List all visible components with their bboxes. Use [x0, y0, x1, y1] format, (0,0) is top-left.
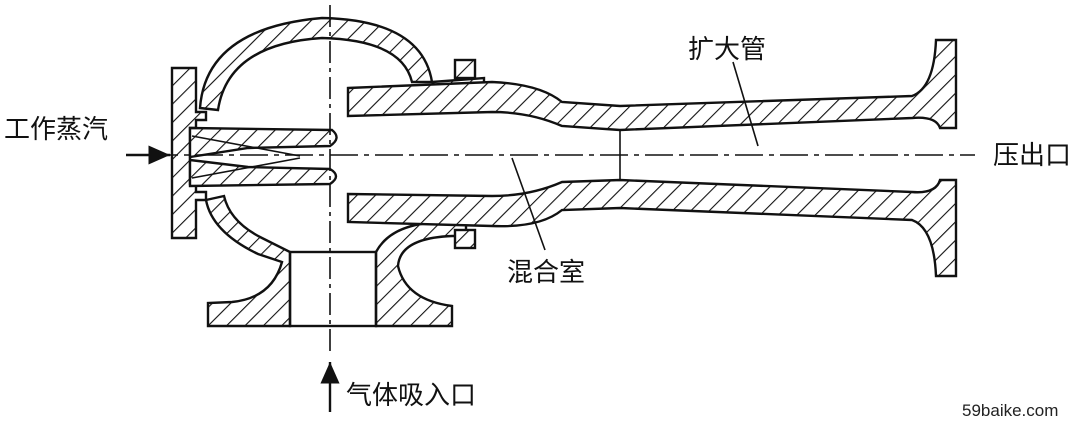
gas-inlet-label: 气体吸入口 [346, 381, 476, 411]
mixing-chamber-label: 混合室 [507, 258, 585, 288]
centre-lines [150, 5, 975, 352]
flow-arrows [126, 61, 759, 412]
steam-inlet-label: 工作蒸汽 [4, 115, 108, 145]
mixing-diffuser-body [346, 38, 958, 278]
diffuser-leader [732, 61, 759, 147]
steam-nozzle [188, 126, 338, 188]
mixing-chamber-leader [511, 157, 546, 251]
outlet-label: 压出口 [993, 141, 1071, 171]
diffuser-label: 扩大管 [688, 35, 766, 65]
chamber-lower-shell [204, 194, 477, 328]
watermark: 59baike.com [962, 401, 1058, 420]
